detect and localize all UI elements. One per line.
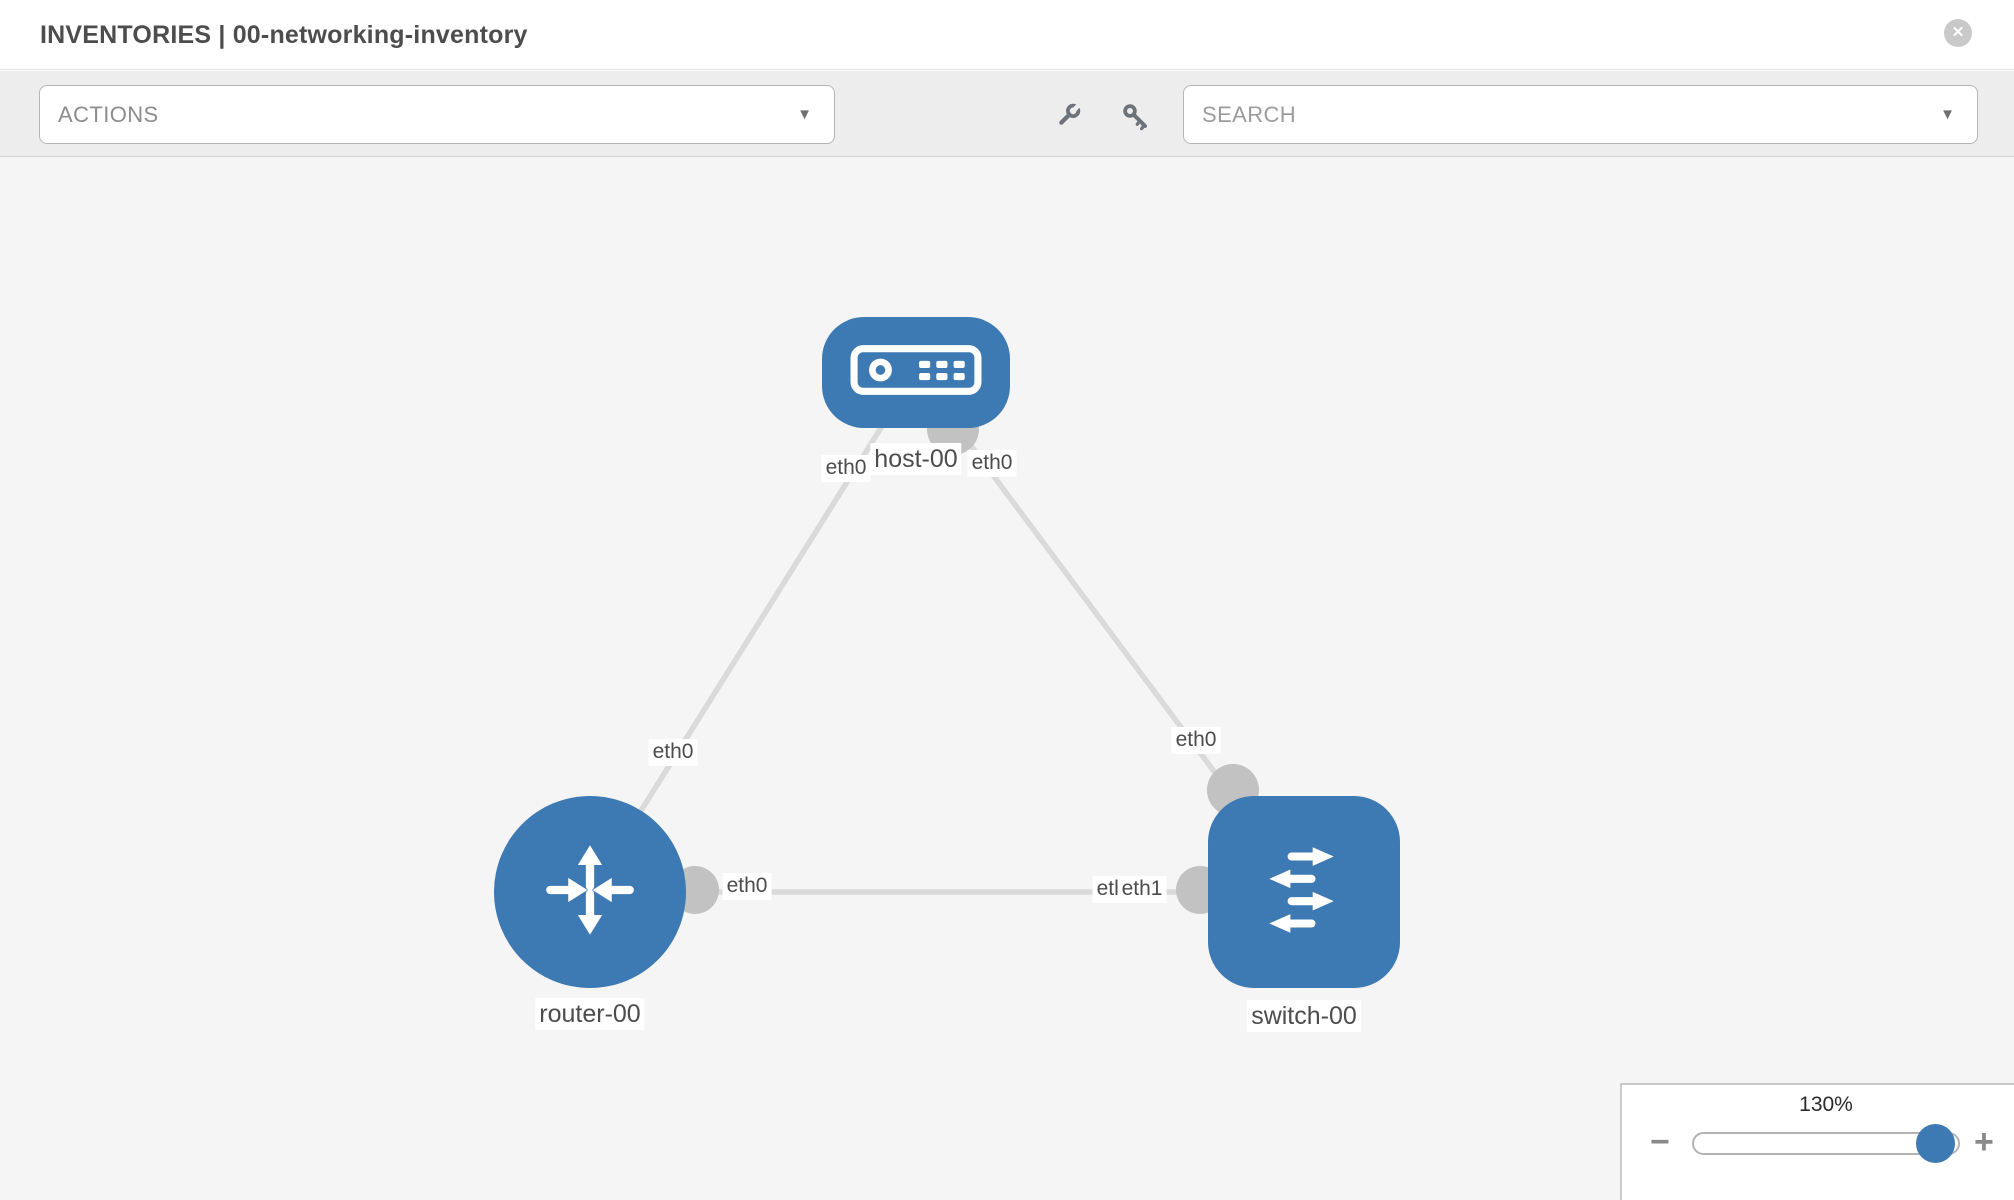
zoom-in-button[interactable]: + <box>1974 1123 1994 1161</box>
toolbar: ACTIONS ▼ <box>0 71 2014 157</box>
key-icon[interactable] <box>1120 101 1150 131</box>
interface-label: eth0 <box>722 873 772 900</box>
node-label-router: router-00 <box>535 998 645 1030</box>
router-icon <box>526 826 654 959</box>
actions-dropdown[interactable]: ACTIONS ▼ <box>39 85 835 144</box>
switch-icon <box>1242 828 1366 957</box>
topology-canvas[interactable]: eth0 eth0 eth0 eth0 eth1 eth0 host-00 et… <box>0 157 2014 1200</box>
zoom-panel: 130% − + <box>1620 1083 2014 1200</box>
node-router-00[interactable] <box>494 796 686 988</box>
interface-label: eth0 <box>1171 727 1221 754</box>
zoom-level: 130% <box>1799 1093 1853 1116</box>
node-label-host: host-00 <box>870 443 962 475</box>
node-switch-00[interactable] <box>1208 796 1400 988</box>
interface-label: eth0 <box>821 455 871 482</box>
zoom-slider-thumb[interactable] <box>1916 1124 1955 1163</box>
page-title: INVENTORIES | 00-networking-inventory <box>40 21 528 49</box>
wrench-icon[interactable] <box>1053 101 1083 131</box>
host-icon <box>850 339 982 406</box>
search-dropdown[interactable]: ▼ <box>1183 85 1978 144</box>
zoom-slider[interactable] <box>1692 1124 1960 1163</box>
node-label-switch: switch-00 <box>1247 1000 1361 1032</box>
chevron-down-icon: ▼ <box>1940 106 1955 123</box>
close-button[interactable]: ✕ <box>1944 19 1972 47</box>
interface-label: eth1 <box>1117 876 1167 903</box>
search-input[interactable] <box>1184 86 1941 143</box>
node-host-00[interactable] <box>822 317 1010 428</box>
close-icon: ✕ <box>1951 24 1965 41</box>
topology-links-layer <box>587 370 1307 914</box>
interface-label: eth0 <box>967 450 1017 477</box>
interface-label: eth0 <box>648 739 698 766</box>
zoom-out-button[interactable]: − <box>1650 1123 1670 1161</box>
chevron-down-icon: ▼ <box>797 106 812 123</box>
actions-dropdown-label: ACTIONS <box>58 101 159 127</box>
header: INVENTORIES | 00-networking-inventory ✕ <box>0 0 2014 70</box>
